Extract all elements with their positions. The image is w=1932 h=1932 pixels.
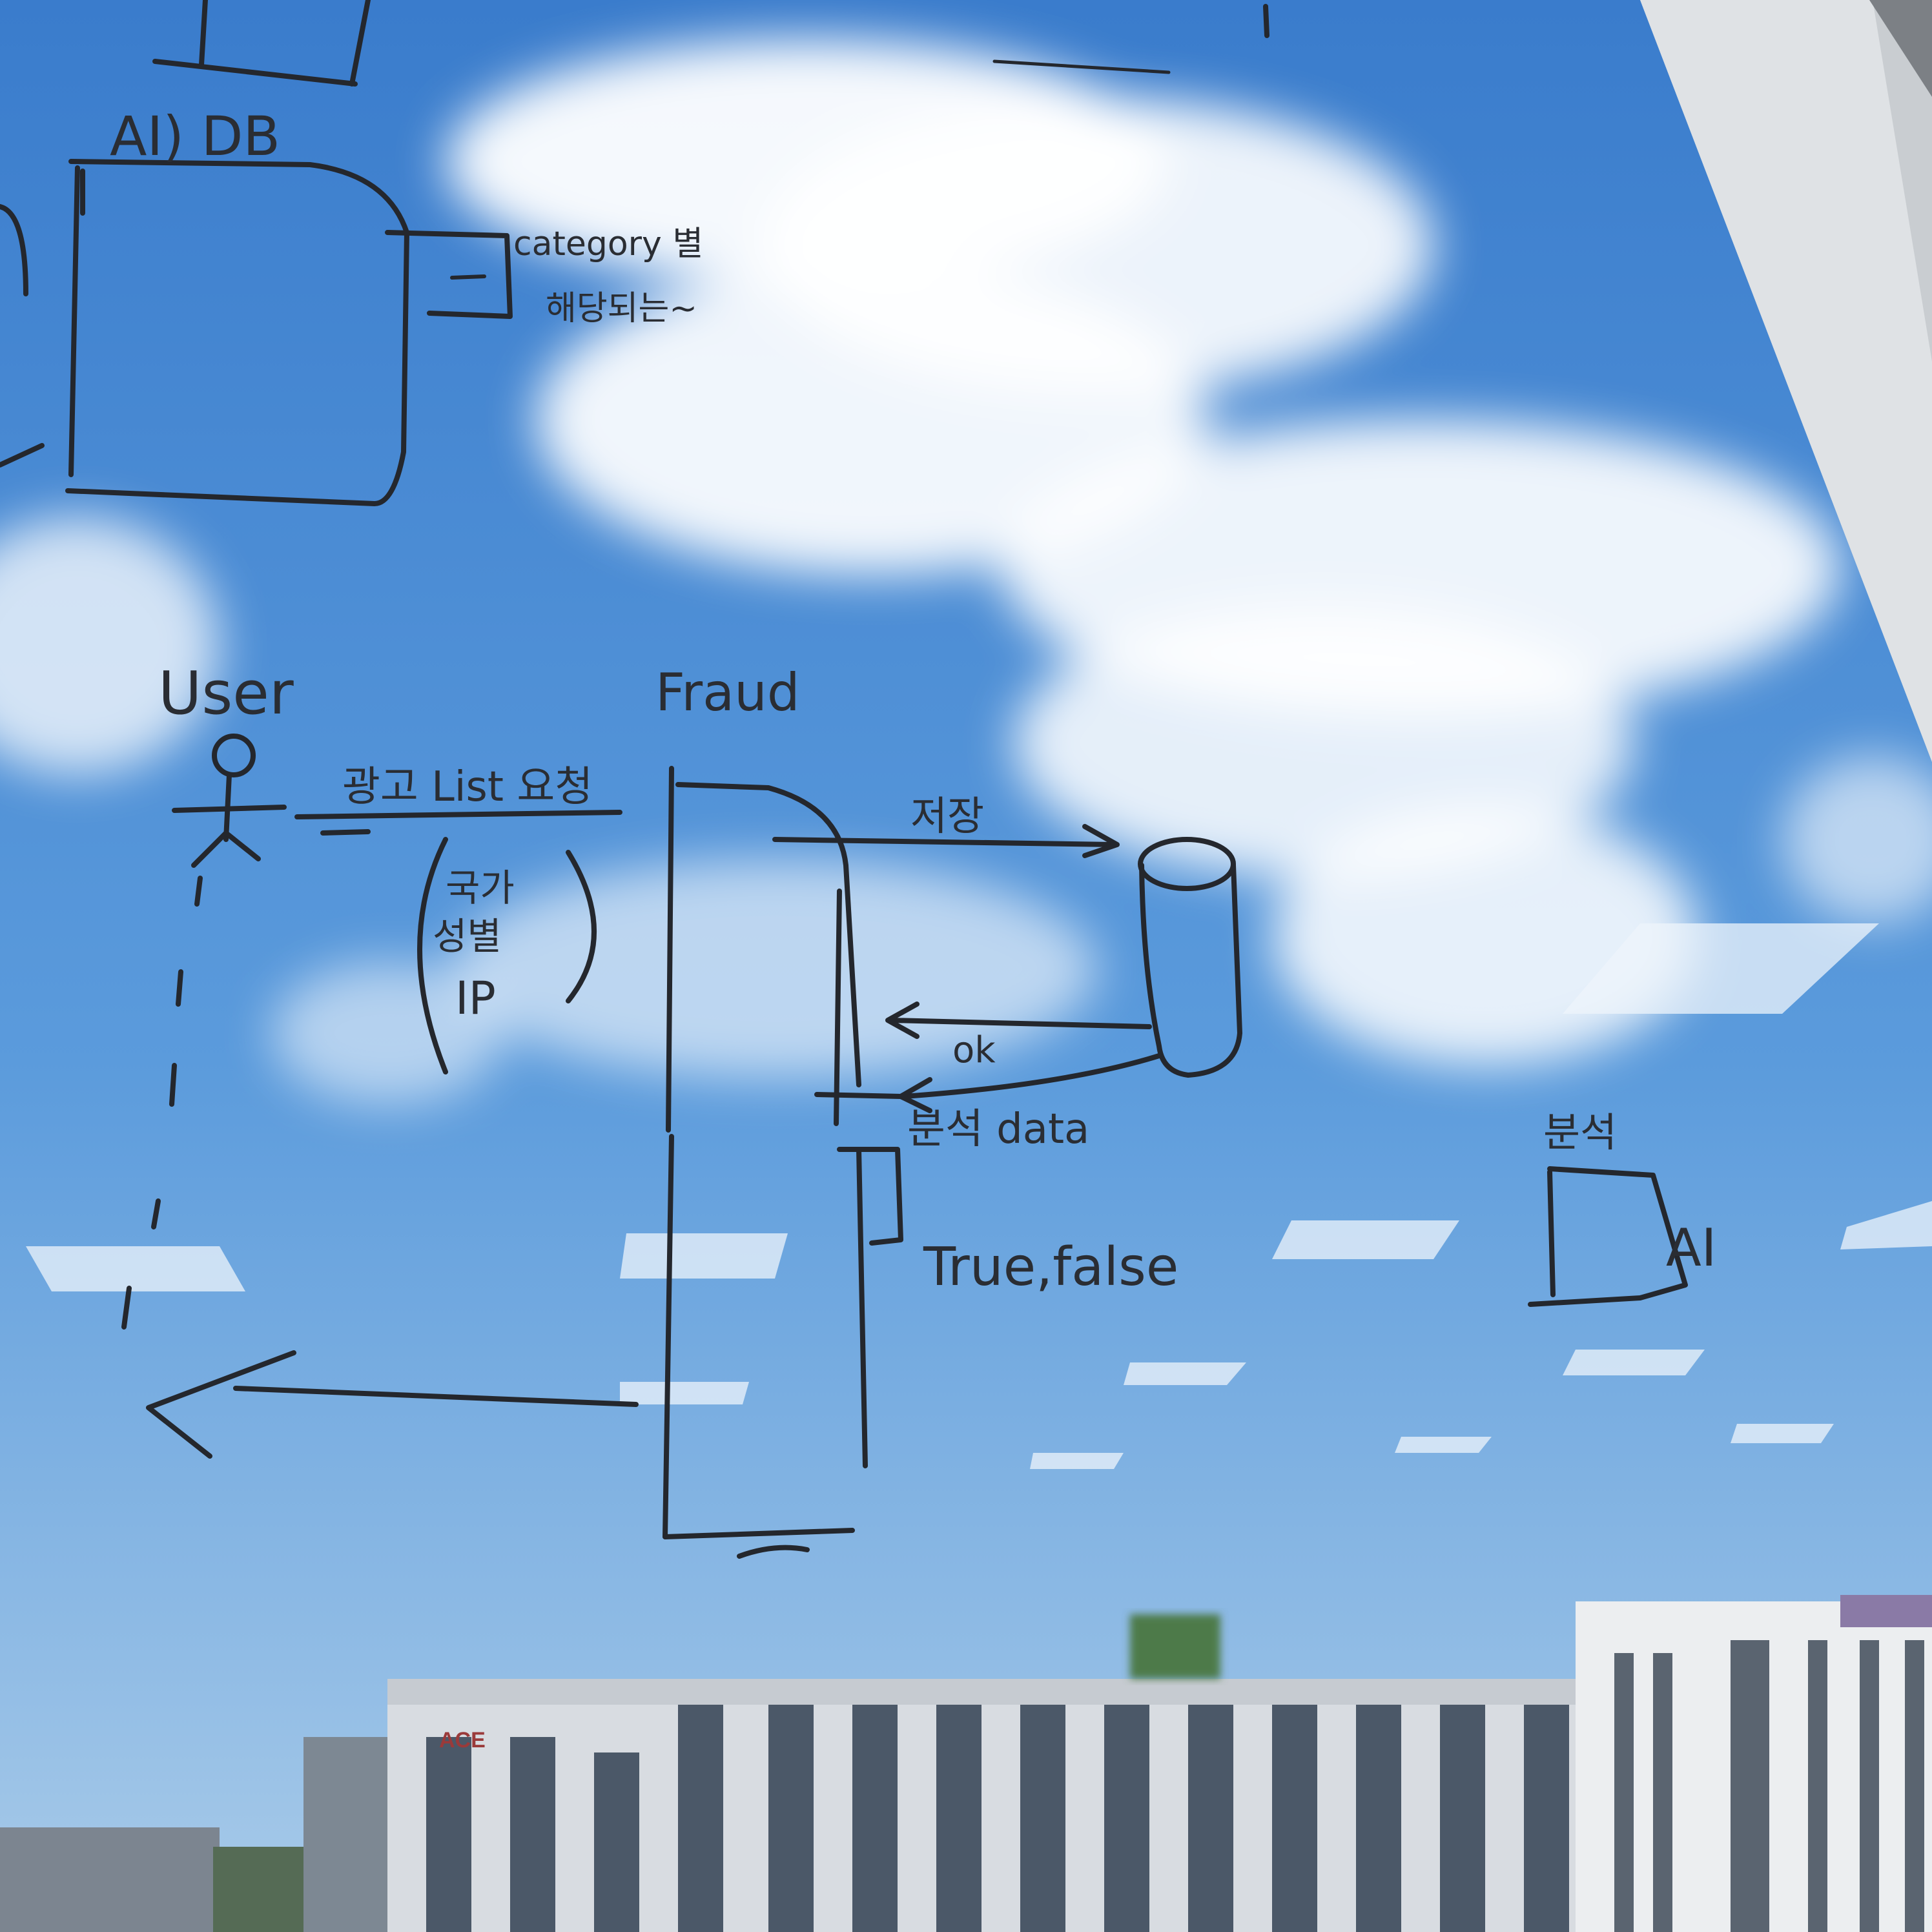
request-label: 광고 List 요청 <box>342 763 593 811</box>
ai-label: AI <box>1666 1218 1716 1278</box>
request-params-bracket <box>417 837 597 1074</box>
ai-box <box>1528 1166 1688 1307</box>
ai-db-box <box>0 159 513 506</box>
param-country: 국가 <box>446 866 515 910</box>
user-label: User <box>158 659 294 728</box>
db-title: AI) DB <box>110 105 280 168</box>
data-arrow <box>814 1053 1162 1113</box>
request-arrow <box>294 810 622 836</box>
analysis-data-label: 분석 data <box>907 1105 1089 1153</box>
analysis-ai-title: 분석 <box>1543 1109 1617 1156</box>
user-stick-figure <box>172 734 287 868</box>
param-gender: 성별 <box>433 914 502 958</box>
window-frame <box>1640 0 1932 762</box>
light-reflections <box>26 923 1932 1469</box>
ok-arrow <box>885 1002 1152 1039</box>
ok-label: ok <box>952 1029 996 1071</box>
category-note-line2: 해당되는~ <box>546 289 697 328</box>
fraud-label: Fraud <box>655 663 800 723</box>
category-note-line1: category 별 <box>513 225 703 263</box>
user-lifeline <box>121 876 203 1330</box>
response-arrow <box>146 1350 639 1459</box>
store-arrow <box>772 824 1120 858</box>
fraud-activation-box <box>663 766 868 1559</box>
analysis-nested-box <box>837 1147 903 1246</box>
building-sign: ACE <box>439 1728 486 1752</box>
building-sign-panel <box>562 1731 665 1752</box>
buildings: ACE <box>0 1595 1932 1932</box>
param-ip: IP <box>455 972 496 1025</box>
db-cylinder <box>1138 837 1242 1078</box>
store-label: 저장 <box>910 792 984 839</box>
top-remnant-lines <box>152 0 1269 87</box>
true-false-label: True,false <box>923 1237 1178 1298</box>
